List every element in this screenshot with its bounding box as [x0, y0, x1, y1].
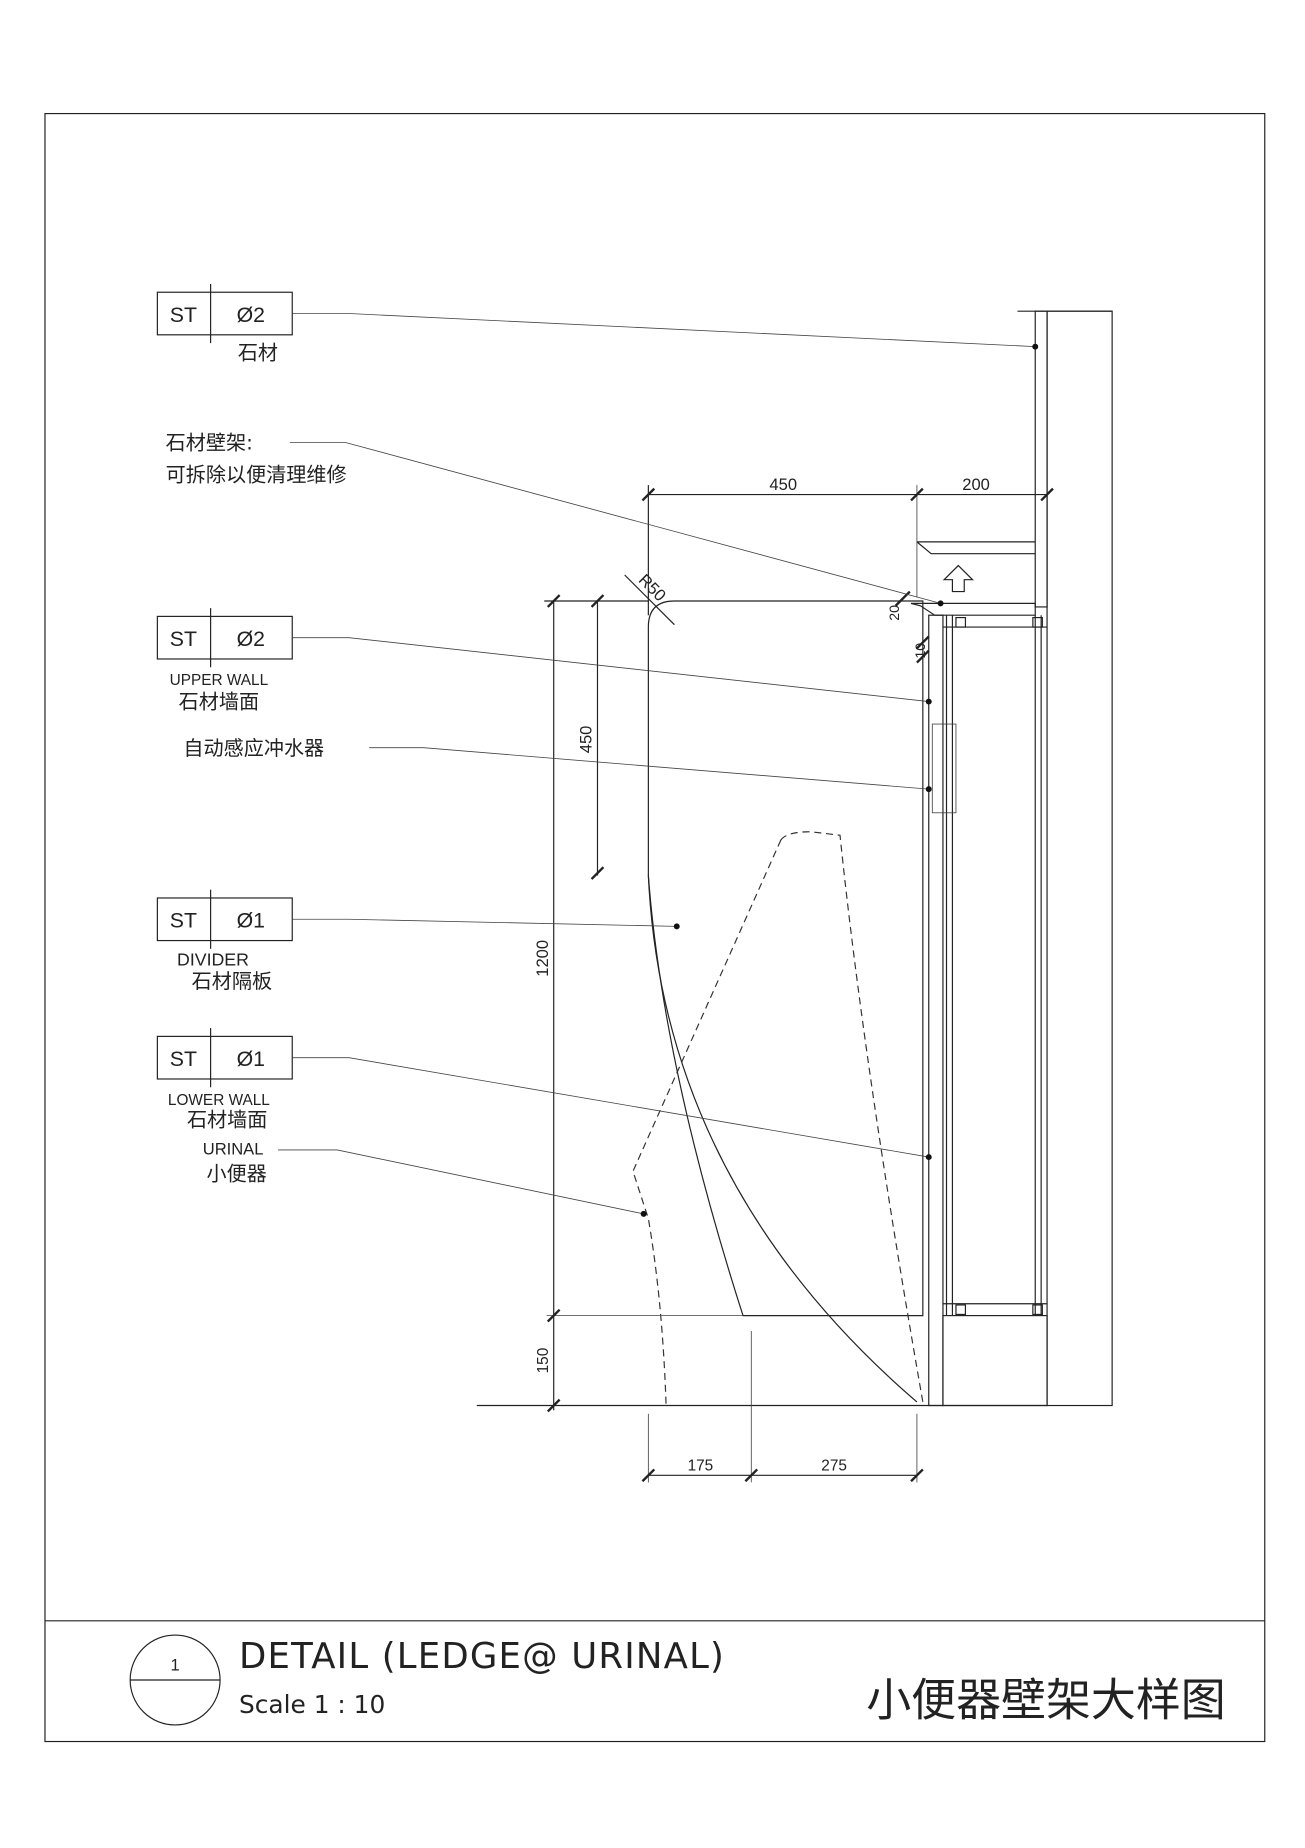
structural-wall [1017, 310, 1113, 1407]
ledge-note-line2: 可拆除以便清理维修 [166, 463, 347, 487]
dim-wall-thickness: 10 [913, 643, 929, 659]
urinal-note-cn: 小便器 [206, 1162, 266, 1186]
tag-number: Ø1 [237, 1047, 265, 1071]
tag-code: ST [170, 303, 197, 327]
ledge-note-line1: 石材壁架: [166, 431, 253, 455]
dimensions [544, 485, 1054, 1483]
tag-en: LOWER WALL [168, 1092, 270, 1109]
tag-number: Ø2 [237, 303, 265, 327]
ledge-note: 石材壁架: 可拆除以便清理维修 [166, 431, 944, 607]
dim-radius: R50 [635, 570, 670, 605]
detail-number: 1 [171, 1656, 180, 1675]
tag-en: UPPER WALL [170, 672, 269, 689]
tag-code: ST [170, 909, 197, 933]
tag-number: Ø1 [237, 909, 265, 933]
dim-150: 150 [535, 1348, 552, 1374]
dim-450-top: 450 [769, 475, 797, 494]
tag-cn: 石材 [238, 341, 278, 365]
sheet-border [44, 112, 1266, 1743]
title-block: 1 DETAIL (LEDGE@ URINAL) Scale 1 : 10 小便… [129, 1634, 1226, 1726]
tag-cn: 石材墙面 [187, 1107, 267, 1131]
stone-ledge [910, 485, 1036, 616]
urinal-front-curve [647, 875, 918, 1403]
tag-code: ST [170, 627, 197, 651]
dim-275: 275 [821, 1458, 847, 1475]
flush-note: 自动感应冲水器 [183, 736, 932, 793]
dim-175: 175 [688, 1458, 714, 1475]
material-tag-stone-02: ST Ø2 石材 [156, 283, 1039, 365]
tag-en: DIVIDER [177, 949, 249, 969]
dim-450-vertical: 450 [577, 726, 596, 754]
material-tag-divider: ST Ø1 DIVIDER 石材隔板 [156, 889, 680, 993]
dim-200-top: 200 [962, 475, 990, 494]
flush-sensor [931, 723, 957, 814]
tag-code: ST [170, 1047, 197, 1071]
tag-cn: 石材隔板 [192, 969, 272, 993]
tag-number: Ø2 [237, 627, 265, 651]
flush-note-label: 自动感应冲水器 [183, 736, 324, 760]
tag-cn: 石材墙面 [179, 690, 259, 714]
urinal-note-en: URINAL [203, 1140, 264, 1159]
dim-1200: 1200 [533, 940, 552, 977]
wall-cladding [928, 614, 1048, 1407]
detail-title: DETAIL (LEDGE@ URINAL) [239, 1636, 725, 1677]
arrow-up-icon [942, 564, 974, 593]
stone-divider [647, 600, 924, 1317]
material-tag-lower-wall: ST Ø1 LOWER WALL 石材墙面 [156, 1028, 932, 1161]
material-tag-upper-wall: ST Ø2 UPPER WALL 石材墙面 [156, 608, 932, 714]
dim-ledge-thickness: 20 [887, 605, 903, 621]
detail-title-cn: 小便器壁架大样图 [866, 1673, 1226, 1726]
urinal-note: URINAL 小便器 [203, 1140, 647, 1217]
detail-scale: Scale 1 : 10 [239, 1690, 385, 1719]
urinal-outline [632, 831, 924, 1406]
